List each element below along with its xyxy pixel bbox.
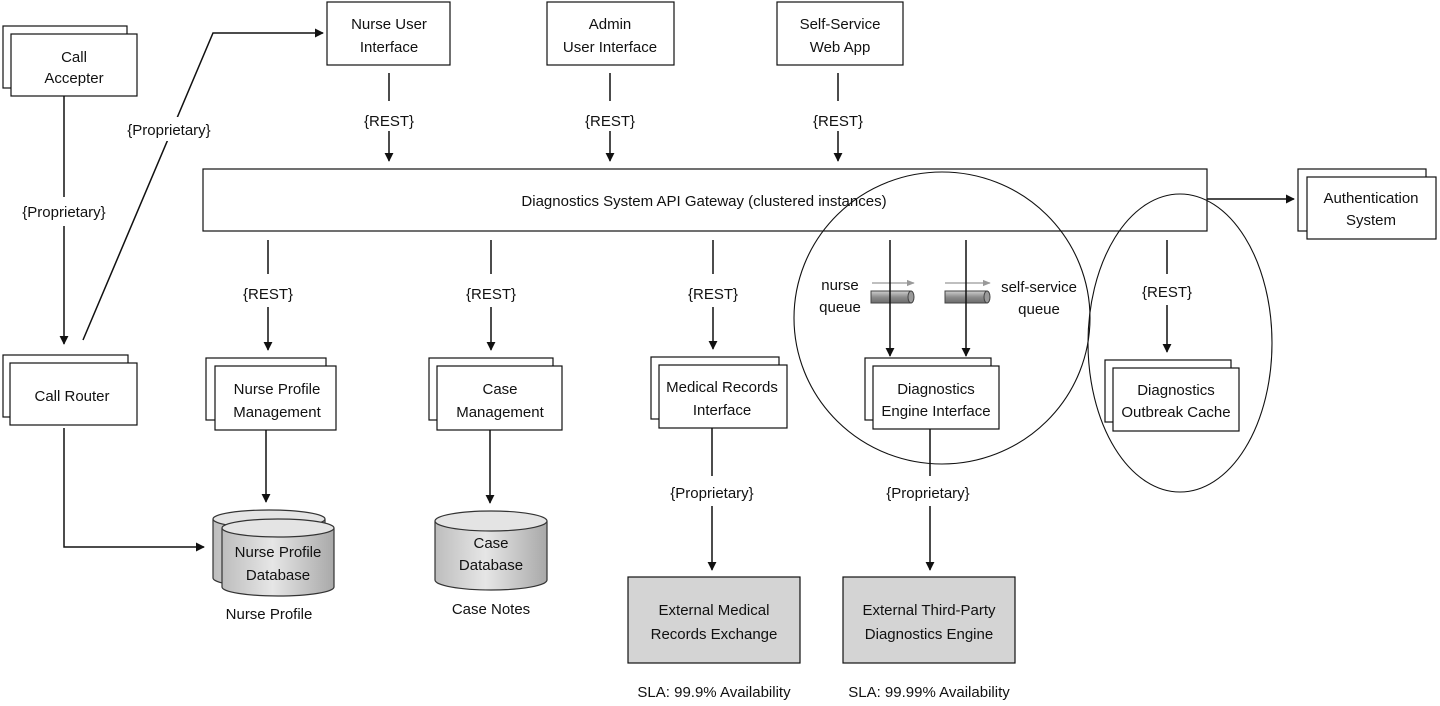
outbreak-cache-label-2: Outbreak Cache <box>1121 404 1230 421</box>
edge-router-nurse-ui <box>82 28 324 341</box>
diag-engine-label-1: Diagnostics <box>897 381 975 398</box>
gateway-cache-protocol: {REST} <box>1142 284 1192 301</box>
nurse-queue-label-1: nurse <box>821 277 859 294</box>
self-service-queue-icon <box>944 279 991 304</box>
authentication-label-1: Authentication <box>1323 190 1418 207</box>
sla-diagnostics-engine: SLA: 99.99% Availability <box>848 684 1010 701</box>
ext-diag-label-2: Diagnostics Engine <box>865 626 993 643</box>
call-router-box: Call Router <box>2 354 138 426</box>
nurse-profile-database-icon <box>212 509 335 597</box>
case-management-box: Case Management <box>428 357 563 431</box>
nurse-profile-management-box: Nurse Profile Management <box>205 357 337 431</box>
external-diagnostics-engine-box: External Third-Party Diagnostics Engine <box>842 576 1016 664</box>
sla-medical-records: SLA: 99.9% Availability <box>637 684 791 701</box>
self-service-label-1: Self-Service <box>800 16 881 33</box>
api-gateway-label: Diagnostics System API Gateway (clustere… <box>521 193 886 210</box>
nurse-queue-label-2: queue <box>819 299 861 316</box>
ext-medical-label-2: Records Exchange <box>651 626 778 643</box>
nurse-ui-box: Nurse User Interface <box>326 1 451 66</box>
call-accepter-label-2: Accepter <box>44 70 103 87</box>
case-db-label-1: Case <box>473 535 508 552</box>
admin-ui-box: Admin User Interface <box>546 1 675 66</box>
diag-external-protocol: {Proprietary} <box>886 485 969 502</box>
case-database-icon <box>434 510 548 591</box>
admin-ui-label-1: Admin <box>589 16 632 33</box>
diagnostics-outbreak-cache-box: Diagnostics Outbreak Cache <box>1104 359 1240 432</box>
medical-records-label-1: Medical Records <box>666 379 778 396</box>
external-medical-records-exchange-box: External Medical Records Exchange <box>627 576 801 664</box>
outbreak-cache-group-ellipse <box>1087 193 1273 493</box>
ext-medical-label-1: External Medical <box>659 602 770 619</box>
nurse-profile-mgmt-label-1: Nurse Profile <box>234 381 321 398</box>
nurse-profile-caption: Nurse Profile <box>226 606 313 623</box>
nurse-profile-mgmt-label-2: Management <box>233 404 321 421</box>
case-db-label-2: Database <box>459 557 523 574</box>
edge-router-nurse-db <box>63 428 205 552</box>
nurse-db-label-1: Nurse Profile <box>235 544 322 561</box>
api-gateway-box: Diagnostics System API Gateway (clustere… <box>202 168 1208 232</box>
protocol-label-bg <box>120 117 218 141</box>
router-nurse-ui-protocol: {Proprietary} <box>127 122 210 139</box>
self-service-gateway-protocol: {REST} <box>813 113 863 130</box>
nurse-ui-gateway-protocol: {REST} <box>364 113 414 130</box>
call-accepter-box: Call Accepter <box>2 25 138 97</box>
gateway-case-protocol: {REST} <box>466 286 516 303</box>
medical-external-protocol: {Proprietary} <box>670 485 753 502</box>
authentication-label-2: System <box>1346 212 1396 229</box>
self-service-queue-label-1: self-service <box>1001 279 1077 296</box>
medical-records-label-2: Interface <box>693 402 751 419</box>
nurse-queue-icon <box>870 279 915 304</box>
diag-engine-label-2: Engine Interface <box>881 403 990 420</box>
gateway-medical-protocol: {REST} <box>688 286 738 303</box>
case-mgmt-label-1: Case <box>482 381 517 398</box>
ext-diag-label-1: External Third-Party <box>862 602 996 619</box>
self-service-box: Self-Service Web App <box>776 1 904 66</box>
outbreak-cache-label-1: Diagnostics <box>1137 382 1215 399</box>
self-service-label-2: Web App <box>810 39 871 56</box>
nurse-db-label-2: Database <box>246 567 310 584</box>
gateway-nurse-profile-protocol: {REST} <box>243 286 293 303</box>
nurse-ui-label-1: Nurse User <box>351 16 427 33</box>
accepter-router-protocol: {Proprietary} <box>22 204 105 221</box>
case-mgmt-label-2: Management <box>456 404 544 421</box>
case-notes-caption: Case Notes <box>452 601 530 618</box>
authentication-system-box: Authentication System <box>1297 168 1437 240</box>
call-accepter-label-1: Call <box>61 49 87 66</box>
diagnostics-group-ellipse <box>793 171 1091 465</box>
admin-ui-label-2: User Interface <box>563 39 657 56</box>
admin-ui-gateway-protocol: {REST} <box>585 113 635 130</box>
medical-records-interface-box: Medical Records Interface <box>650 356 788 429</box>
diagnostics-engine-interface-box: Diagnostics Engine Interface <box>864 357 1000 430</box>
self-service-queue-label-2: queue <box>1018 301 1060 318</box>
nurse-ui-label-2: Interface <box>360 39 418 56</box>
call-router-label: Call Router <box>34 388 109 405</box>
